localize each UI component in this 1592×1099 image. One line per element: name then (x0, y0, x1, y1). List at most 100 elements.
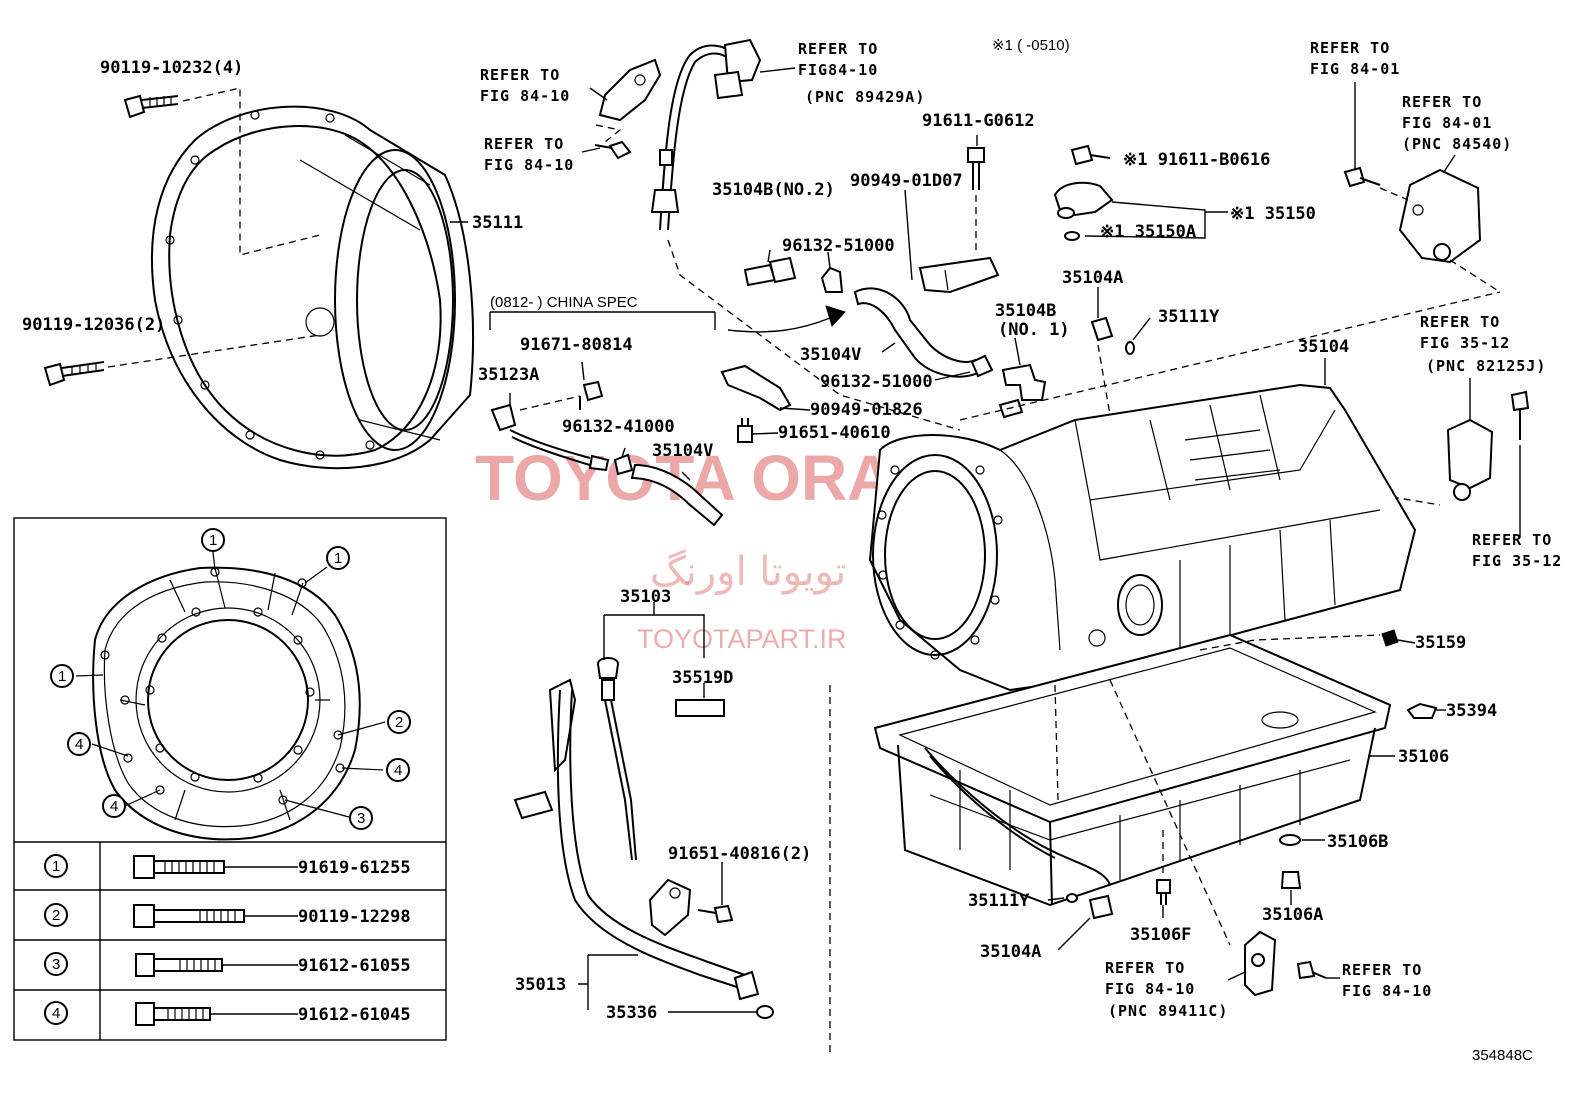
label-90119-12036: 90119-12036(2) (22, 315, 165, 335)
label-90949-01826: 90949-01826 (810, 400, 923, 420)
oil-pan-35106[interactable] (873, 633, 1392, 907)
bolt-refer-84-10[interactable] (594, 140, 632, 160)
bolt-91671-80814[interactable] (579, 380, 604, 410)
connector-35104B-no1[interactable] (998, 363, 1047, 419)
svg-text:4: 4 (75, 736, 83, 753)
refer-label-8: REFER TO (1105, 959, 1185, 977)
refer-label-4: REFER TO (1310, 39, 1390, 57)
bolt-refer-84-10-bottom[interactable] (1296, 960, 1327, 980)
o-ring-35336[interactable] (756, 1005, 774, 1019)
label-35104B-no1: 35104B (995, 301, 1056, 321)
inset-row-1: 1 91619-61255 (44, 854, 411, 879)
bolt-91651-40610[interactable] (737, 418, 753, 443)
plug-35106A[interactable] (1280, 871, 1302, 889)
label-35159: 35159 (1415, 633, 1466, 653)
svg-text:4: 4 (52, 1005, 60, 1022)
bolt-90119-10232[interactable] (123, 94, 179, 119)
bolt-refer-35-12[interactable] (1510, 390, 1530, 440)
label-35104V-b: 35104V (652, 441, 713, 461)
bell-housing-part[interactable] (150, 105, 474, 470)
gasket-35106B[interactable] (1279, 834, 1301, 846)
inset-part-91612-61045: 91612-61045 (298, 1005, 411, 1025)
china-spec-label: (0812- ) CHINA SPEC (490, 294, 638, 311)
plug-35104A-bottom[interactable] (1088, 894, 1114, 920)
svg-text:FIG 84-01: FIG 84-01 (1402, 114, 1492, 132)
plug-35159[interactable] (1381, 629, 1399, 647)
svg-text:1: 1 (334, 550, 342, 567)
label-35106: 35106 (1398, 747, 1449, 767)
bracket-refer-84-10[interactable] (598, 58, 662, 122)
svg-text:(PNC 89429A): (PNC 89429A) (805, 88, 925, 106)
inset-part-90119-12298: 90119-12298 (298, 907, 411, 927)
clip-96132-51000-b[interactable] (970, 354, 994, 378)
svg-text:FIG 84-10: FIG 84-10 (1105, 980, 1195, 998)
label-35106F: 35106F (1130, 925, 1191, 945)
solenoid-35150[interactable] (1053, 181, 1114, 219)
svg-text:2: 2 (395, 714, 403, 731)
label-35013: 35013 (515, 975, 566, 995)
dipstick-35103[interactable] (596, 657, 637, 861)
bolt-reference-inset: 1 1 1 2 4 4 4 3 1 91619-61255 2 90119- (13, 517, 447, 1041)
label-96132-51000-a: 96132-51000 (782, 236, 895, 256)
svg-text:1: 1 (58, 668, 66, 685)
label-35111Y-bottom: 35111Y (968, 891, 1030, 911)
label-35519D: 35519D (672, 668, 733, 688)
gasket-35394[interactable] (1406, 702, 1438, 719)
watermark-site: TOYOTAPART.IR (637, 624, 847, 654)
label-35104A-bottom: 35104A (980, 942, 1041, 962)
transmission-case-35104[interactable] (868, 383, 1417, 692)
filler-tube-35013[interactable] (513, 678, 760, 1001)
bolt-refer-84-01[interactable] (1343, 166, 1381, 188)
svg-text:4: 4 (110, 798, 118, 815)
label-plate-35519D[interactable] (675, 699, 725, 717)
label-90119-10232: 90119-10232(4) (100, 58, 243, 78)
o-ring-35111Y-bottom[interactable] (1066, 893, 1078, 903)
inset-row-2: 2 90119-12298 (44, 903, 411, 928)
refer-label-9: REFER TO (1342, 961, 1422, 979)
bracket-90949-01826[interactable] (720, 364, 792, 412)
bolt-90119-12036[interactable] (43, 361, 105, 387)
o-ring-35111Y-top[interactable] (1125, 341, 1135, 355)
label-35111: 35111 (472, 213, 523, 233)
label-35111Y-top: 35111Y (1158, 307, 1220, 327)
label-91611-G0612: 91611-G0612 (922, 111, 1035, 131)
label-35103: 35103 (620, 587, 671, 607)
svg-text:FIG 84-10: FIG 84-10 (1342, 982, 1432, 1000)
svg-text:FIG 84-10: FIG 84-10 (484, 156, 574, 174)
pipe-35123A[interactable] (490, 403, 610, 472)
label-35104B-no1-sub: (NO. 1) (998, 320, 1070, 340)
label-35336: 35336 (606, 1003, 657, 1023)
clip-96132-51000-a[interactable] (820, 266, 844, 293)
svg-text:(PNC 82125J): (PNC 82125J) (1426, 357, 1546, 375)
bracket-90949-01D07[interactable] (918, 256, 1000, 294)
label-35106B: 35106B (1327, 832, 1388, 852)
label-96132-41000: 96132-41000 (562, 417, 675, 437)
hose-35104V-b[interactable] (630, 463, 724, 527)
svg-text:4: 4 (394, 762, 402, 779)
label-35123A: 35123A (478, 365, 539, 385)
svg-text:1: 1 (209, 532, 217, 549)
svg-text:(PNC 84540): (PNC 84540) (1402, 135, 1512, 153)
bolt-35106F[interactable] (1156, 879, 1171, 905)
bolt-91611-G0612[interactable] (967, 147, 985, 190)
bolt-91651-40816[interactable] (697, 904, 734, 924)
plug-35104A-top[interactable] (1090, 316, 1114, 342)
svg-text:FIG 84-10: FIG 84-10 (480, 87, 570, 105)
svg-text:FIG 35-12: FIG 35-12 (1420, 334, 1510, 352)
label-91651-40816: 91651-40816(2) (668, 844, 811, 864)
svg-text:FIG 84-01: FIG 84-01 (1310, 60, 1400, 78)
svg-text:1: 1 (52, 858, 60, 875)
o-ring-35150A[interactable] (1064, 231, 1080, 241)
sensor-refer-84-01[interactable] (1398, 168, 1482, 264)
hose-35104V-a[interactable] (853, 287, 982, 378)
svg-text:3: 3 (52, 956, 60, 973)
refer-label-1: REFER TO (480, 66, 560, 84)
connector-35104B-no2[interactable] (743, 256, 797, 287)
refer-label-3: REFER TO (798, 40, 878, 58)
sensor-refer-35-12[interactable] (1446, 418, 1494, 501)
speed-sensor-harness[interactable] (650, 38, 762, 231)
sensor-refer-84-10-bottom[interactable] (1244, 930, 1277, 997)
clip-96132-41000[interactable] (613, 453, 634, 476)
bolt-91611-B0616[interactable] (1070, 144, 1111, 166)
